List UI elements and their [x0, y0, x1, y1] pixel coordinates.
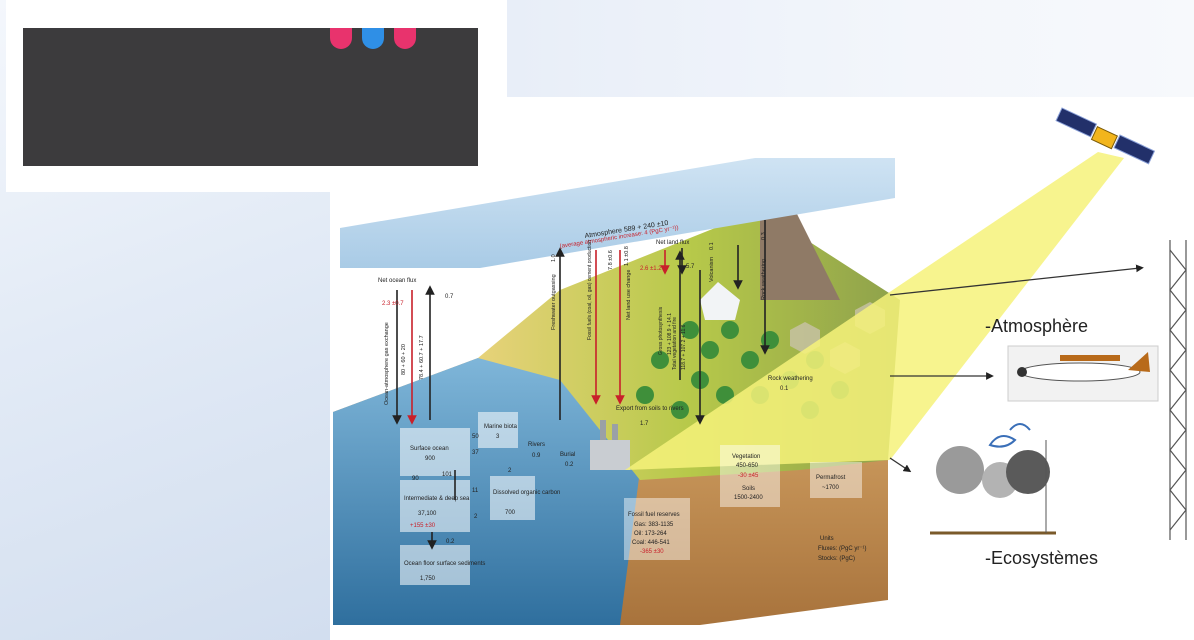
surface-ocean-value: 900	[425, 456, 436, 462]
rock-weathering-box-label: Rock weathering	[768, 376, 813, 382]
intermediate-delta: +155 ±30	[410, 523, 436, 529]
marine-biota-box	[478, 412, 518, 448]
fossil-reserves-label: Fossil fuel reserves	[628, 512, 680, 518]
flux-101: 101	[442, 472, 453, 478]
ocean-flux-value: 2.3 ±0.7	[382, 301, 404, 307]
volcano	[700, 282, 740, 320]
tower-icon	[1169, 240, 1187, 540]
rivers-value: 0.9	[532, 453, 541, 459]
permafrost-box	[810, 462, 862, 498]
vegetation-delta: -30 ±45	[738, 473, 759, 479]
sediment-flux: 0.2	[446, 539, 455, 545]
fossil-reserves-box	[624, 498, 690, 560]
units-flux: Fluxes: (PgC yr⁻¹)	[818, 546, 867, 552]
volcanism-value: 0.1	[709, 242, 715, 250]
permafrost-label: Permafrost	[816, 475, 846, 481]
factory	[590, 440, 630, 470]
satellite-icon	[1055, 107, 1156, 165]
logo-dot-pink	[330, 28, 352, 49]
land-use-label: Net land use change	[626, 270, 632, 320]
ocean-floor-box	[400, 545, 470, 585]
flux-11: 11	[472, 488, 479, 494]
ocean-up-flux: 78.4 + 60.7 + 17.7	[419, 335, 425, 380]
intermediate-box	[400, 480, 470, 532]
intermediate-label: Intermediate & deep sea	[404, 496, 470, 502]
permafrost-value: ~1700	[822, 485, 840, 491]
fossil-value: 7.8 ±0.6	[608, 250, 614, 270]
burial-label: Burial	[560, 452, 575, 458]
ocean-down-flux: 80 + 60 + 20	[401, 344, 407, 375]
units-stock: Stocks: (PgC)	[818, 556, 855, 562]
flux-50: 50	[472, 434, 479, 440]
net-ocean-flux-label: Net ocean flux	[378, 278, 416, 284]
total-veg-label: Total vegetation and fire	[672, 317, 678, 370]
fossil-fuels-label: Fossil fuels (coal, oil, gas) cement pro…	[587, 240, 593, 340]
logo-dot-blue	[362, 28, 384, 49]
gross-photo-value: 123 + 108.9 + 14.1	[667, 313, 673, 355]
flux-37: 37	[472, 450, 479, 456]
surface-ocean-box	[400, 428, 470, 476]
satellite-beam	[625, 152, 1124, 470]
background-top-band	[505, 0, 1194, 97]
veg-soil-box	[720, 445, 780, 507]
export-value: 1.7	[640, 421, 649, 427]
gross-photo-label: Gross photosynthesis	[658, 306, 664, 355]
burial-value: 0.2	[565, 462, 574, 468]
atmosphere-slab	[340, 158, 895, 268]
ocean-gas-exchange-label: Ocean-atmosphere gas exchange	[384, 322, 390, 405]
flux-90: 90	[412, 476, 419, 482]
gas-value: Gas: 383-1135	[634, 522, 674, 528]
freshwater-value: 1.0	[551, 254, 557, 262]
ocean-floor-label: Ocean floor surface sediments	[404, 561, 485, 567]
soils-value: 1500-2400	[734, 495, 763, 501]
ecosystems-label: -Ecosystèmes	[985, 548, 1099, 568]
flux-2b: 2	[474, 514, 478, 520]
airplane-icon	[1007, 345, 1159, 402]
volcanism-label: Volcanism	[709, 257, 715, 282]
land-use-value: 1.1 ±0.8	[624, 246, 630, 266]
doc-label: Dissolved organic carbon	[493, 490, 560, 496]
rivers-label: Rivers	[528, 442, 545, 448]
rock-weathering-value: 0.3	[761, 232, 767, 240]
units-label: Units	[820, 536, 834, 542]
freshwater-label: Freshwater outgassing	[551, 274, 557, 330]
ocean-floor-value: 1,750	[420, 576, 436, 582]
vegetation-label: Vegetation	[732, 454, 760, 460]
intermediate-value: 37,100	[418, 511, 437, 517]
surface-ocean-label: Surface ocean	[410, 446, 449, 452]
doc-box	[490, 476, 535, 520]
oil-value: Oil: 173-264	[634, 531, 667, 537]
ecosystem-icon	[930, 423, 1056, 535]
doc-value: 700	[505, 510, 516, 516]
ocean-flux-up: 0.7	[445, 294, 454, 300]
export-label: Export from soils to rivers	[616, 406, 684, 412]
marine-biota-label: Marine biota	[484, 424, 518, 430]
land-flux-up: 5.7	[686, 264, 695, 270]
rock-weathering-label: Rock weathering	[761, 259, 767, 300]
total-veg-value: 118.7 + 107.2 + 11.6	[681, 324, 687, 370]
coal-value: Coal: 446-541	[632, 540, 670, 546]
logo-banner	[23, 28, 478, 166]
net-land-flux-label: Net land flux	[656, 240, 689, 246]
vegetation-value: 450-650	[736, 463, 759, 469]
flux-2a: 2	[508, 468, 512, 474]
soils-label: Soils	[742, 486, 755, 492]
logo-dot-pink-2	[394, 28, 416, 49]
rock-weathering-box-value: 0.1	[780, 386, 789, 392]
marine-biota-value: 3	[496, 434, 500, 440]
atmosphere-label: -Atmosphère	[985, 316, 1089, 336]
land-flux-value: 2.6 ±1.2	[640, 266, 662, 272]
fossil-delta: -365 ±30	[640, 549, 664, 555]
